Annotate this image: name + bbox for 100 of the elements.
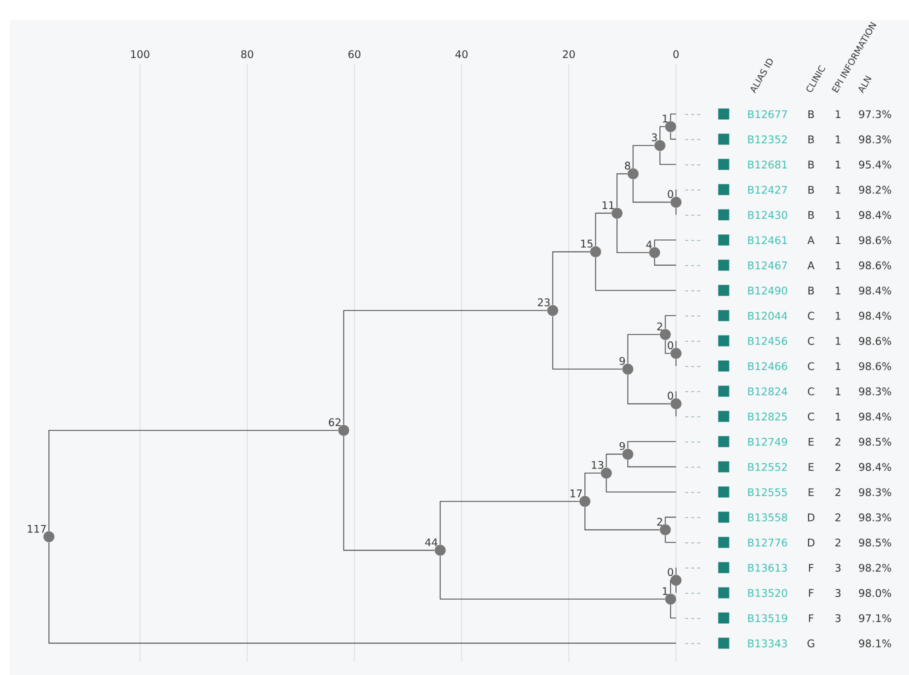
tree-branch <box>632 145 655 168</box>
tree-branch <box>627 441 676 449</box>
branch-node <box>612 208 622 219</box>
tree-branch <box>670 604 676 618</box>
distance-label: 11 <box>602 201 614 209</box>
clinic-cell: A <box>808 236 814 244</box>
tree-branch <box>595 257 676 291</box>
distance-label: 117 <box>28 524 46 533</box>
aln-cell: 98.6% <box>859 337 892 345</box>
clinic-cell: E <box>808 438 814 446</box>
epi-cell: 1 <box>836 236 840 244</box>
tree-branch <box>627 460 676 468</box>
branch-node <box>579 496 590 507</box>
alias-id: B13343 <box>748 639 787 648</box>
clinic-cell: B <box>808 186 814 194</box>
axis-tick-label: 60 <box>348 50 360 58</box>
epi-cell: 2 <box>835 513 840 522</box>
clinic-cell: C <box>808 362 814 370</box>
tree-branch <box>343 310 548 426</box>
aln-cell: 98.4% <box>859 312 892 320</box>
branch-node <box>654 140 666 151</box>
epi-cell: 3 <box>835 589 840 597</box>
distance-label: 3 <box>652 133 657 142</box>
distance-label: 0 <box>668 392 674 400</box>
clinic-cell: C <box>808 312 814 320</box>
branch-node <box>665 594 676 605</box>
branch-node <box>622 448 634 460</box>
alias-id: B13613 <box>748 564 787 572</box>
alias-id: B12456 <box>748 337 788 345</box>
alias-id: B12681 <box>748 160 787 169</box>
alias-id: B12555 <box>748 488 787 496</box>
axis-tick-label: 40 <box>455 50 468 58</box>
distance-label: 62 <box>328 418 340 426</box>
branch-node <box>660 524 671 536</box>
alias-id: B12467 <box>748 261 787 270</box>
distance-label: 0 <box>668 190 674 198</box>
axis-tick-label: 0 <box>673 50 679 58</box>
aln-cell: 98.1% <box>859 639 892 648</box>
distance-label: 15 <box>581 240 592 248</box>
aln-cell: 98.2% <box>859 186 892 194</box>
epi-cell: 1 <box>836 286 840 294</box>
tree-branch <box>664 535 676 543</box>
branch-node <box>660 329 671 340</box>
aln-cell: 95.4% <box>859 160 892 169</box>
tree-branch <box>584 472 601 496</box>
aln-cell: 98.4% <box>859 286 892 295</box>
tree-branch <box>654 240 676 248</box>
tree-branch <box>670 132 676 140</box>
branch-node <box>600 468 612 479</box>
epi-cell: 3 <box>835 564 840 572</box>
tree-branch <box>654 258 676 266</box>
aln-cell: 98.4% <box>859 211 892 219</box>
epi-cell: 1 <box>836 388 840 396</box>
tree-branch <box>660 126 666 140</box>
branch-node <box>670 574 682 586</box>
epi-cell: 1 <box>836 262 840 270</box>
distance-label: 9 <box>620 442 625 450</box>
distance-label: 1 <box>662 587 668 595</box>
tree-branch <box>632 179 671 203</box>
tree-branch <box>552 251 590 306</box>
epi-cell: 1 <box>836 312 840 320</box>
branch-node <box>43 531 54 542</box>
axis-tick-label: 100 <box>131 50 150 58</box>
epi-cell: 1 <box>836 186 840 194</box>
epi-cell: 2 <box>835 538 840 546</box>
clinic-cell: E <box>808 463 814 471</box>
alias-id: B12461 <box>748 236 787 244</box>
branch-node <box>628 168 639 180</box>
tree-branch <box>584 506 660 530</box>
alias-id: B12552 <box>748 463 787 471</box>
distance-label: 8 <box>624 162 630 170</box>
clinic-cell: B <box>808 211 814 219</box>
tree-branch <box>664 315 676 330</box>
tree-branch <box>616 218 650 253</box>
branch-node <box>338 424 350 436</box>
aln-cell: 98.3% <box>859 135 892 144</box>
aln-cell: 98.6% <box>859 362 892 370</box>
tree-branch <box>660 150 676 165</box>
epi-cell: 2 <box>835 488 840 496</box>
epi-cell: 1 <box>836 337 840 345</box>
aln-cell: 98.6% <box>859 261 892 270</box>
branch-node <box>622 364 634 375</box>
tree-branch <box>343 436 435 551</box>
clinic-cell: F <box>809 614 814 622</box>
clinic-cell: E <box>808 488 814 496</box>
clinic-cell: D <box>808 538 814 546</box>
aln-cell: 98.2% <box>859 564 892 572</box>
epi-cell: 1 <box>836 362 840 370</box>
epi-cell: 3 <box>835 614 840 622</box>
clinic-cell: A <box>808 262 814 270</box>
distance-label: 2 <box>657 322 662 330</box>
tree-branch <box>664 340 671 354</box>
epi-cell: 1 <box>836 412 840 420</box>
aln-cell: 98.3% <box>859 488 892 496</box>
distance-label: 9 <box>620 356 625 365</box>
tree-branch <box>606 478 676 492</box>
tree-branch <box>616 173 628 208</box>
alias-id: B13519 <box>748 614 788 622</box>
clinic-cell: F <box>809 564 814 572</box>
distance-label: 4 <box>646 240 652 248</box>
